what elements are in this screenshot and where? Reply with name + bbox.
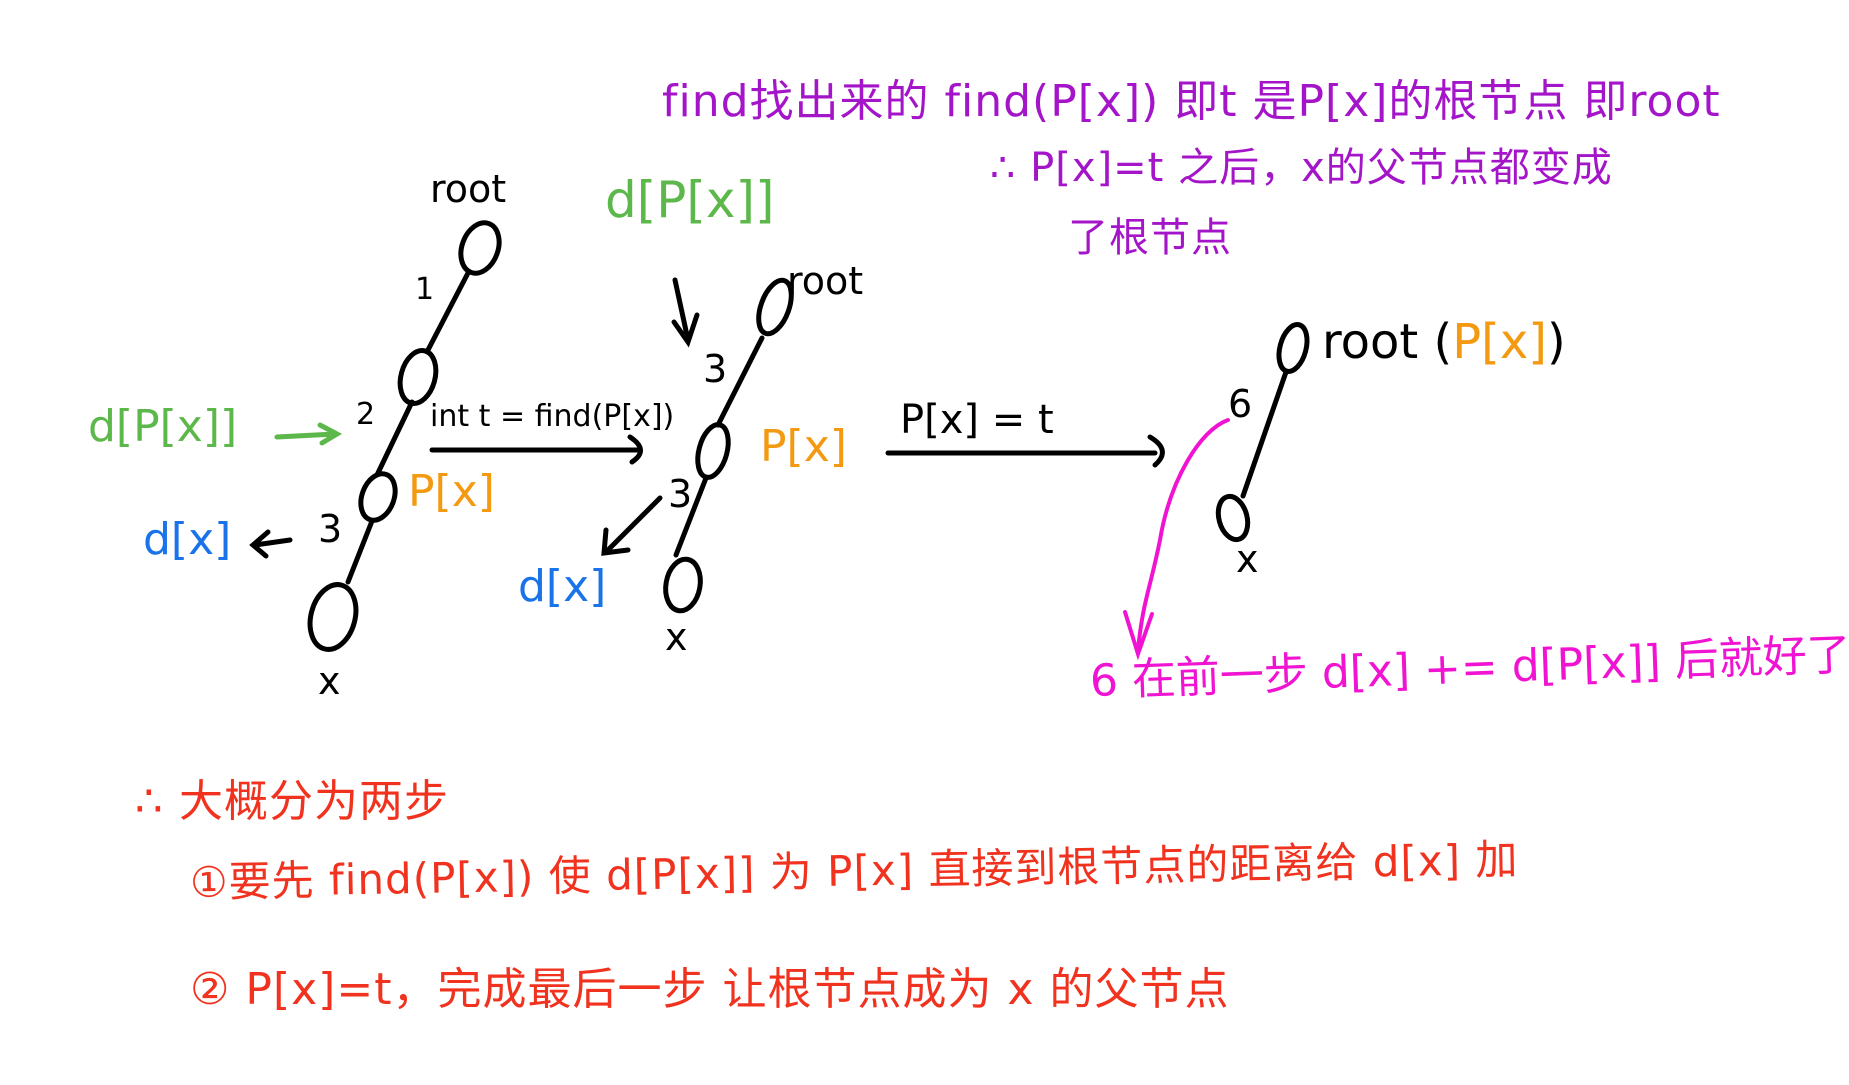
tree3-root-node — [1276, 322, 1310, 374]
tree1-edge-weight-2: 2 — [356, 397, 376, 432]
tree3-root-close: ) — [1547, 314, 1566, 370]
tree1-px-node — [358, 471, 398, 523]
tree1-dx-label: d[x] — [143, 514, 232, 565]
tree3-root-px-label: P[x] — [1452, 314, 1548, 370]
top-note-line3: 了根节点 — [1068, 215, 1232, 261]
arrow2-label: P[x] = t — [900, 397, 1054, 443]
top-note-line1: find找出来的 find(P[x]) 即t 是P[x]的根节点 即root — [662, 76, 1721, 127]
tree2-root-node — [756, 277, 794, 337]
tree2-x-label: x — [665, 615, 688, 659]
tree2-dx-label: d[x] — [518, 561, 607, 612]
tree2-x-node — [663, 556, 703, 614]
tree1-edge-weight-3: 3 — [318, 507, 343, 551]
tree2-d-px-label: d[P[x]] — [605, 171, 775, 229]
tree1-root-node — [458, 220, 502, 276]
tree3-root-label: root (P[x]) — [1322, 318, 1566, 366]
tree1-px-label: P[x] — [408, 466, 495, 517]
tree3-edge-weight: 6 — [1228, 382, 1253, 426]
tree1-x-label: x — [318, 659, 341, 703]
tree1-x-node — [307, 582, 359, 652]
summary-step2: ② P[x]=t，完成最后一步 让根节点成为 x 的父节点 — [190, 964, 1230, 1015]
tree2-edge-weight-1: 3 — [703, 347, 728, 391]
tree3-root-text: root ( — [1322, 314, 1453, 370]
tree3-x-node — [1215, 493, 1251, 543]
tree2-root-label: root — [787, 259, 864, 303]
tree1-d-px-label: d[P[x]] — [88, 401, 238, 452]
tree2-px-label: P[x] — [760, 421, 847, 472]
top-note-line2: ∴ P[x]=t 之后，x的父节点都变成 — [990, 145, 1613, 191]
summary-heading: ∴ 大概分为两步 — [135, 776, 449, 827]
tree2-px-node — [695, 422, 731, 480]
arrow1-label: int t = find(P[x]) — [430, 399, 675, 434]
tree1-root-label: root — [430, 167, 507, 211]
tree2-edge-weight-2: 3 — [668, 472, 693, 516]
tree1-edge-weight-1: 1 — [415, 272, 435, 307]
tree3-x-label: x — [1236, 537, 1259, 581]
